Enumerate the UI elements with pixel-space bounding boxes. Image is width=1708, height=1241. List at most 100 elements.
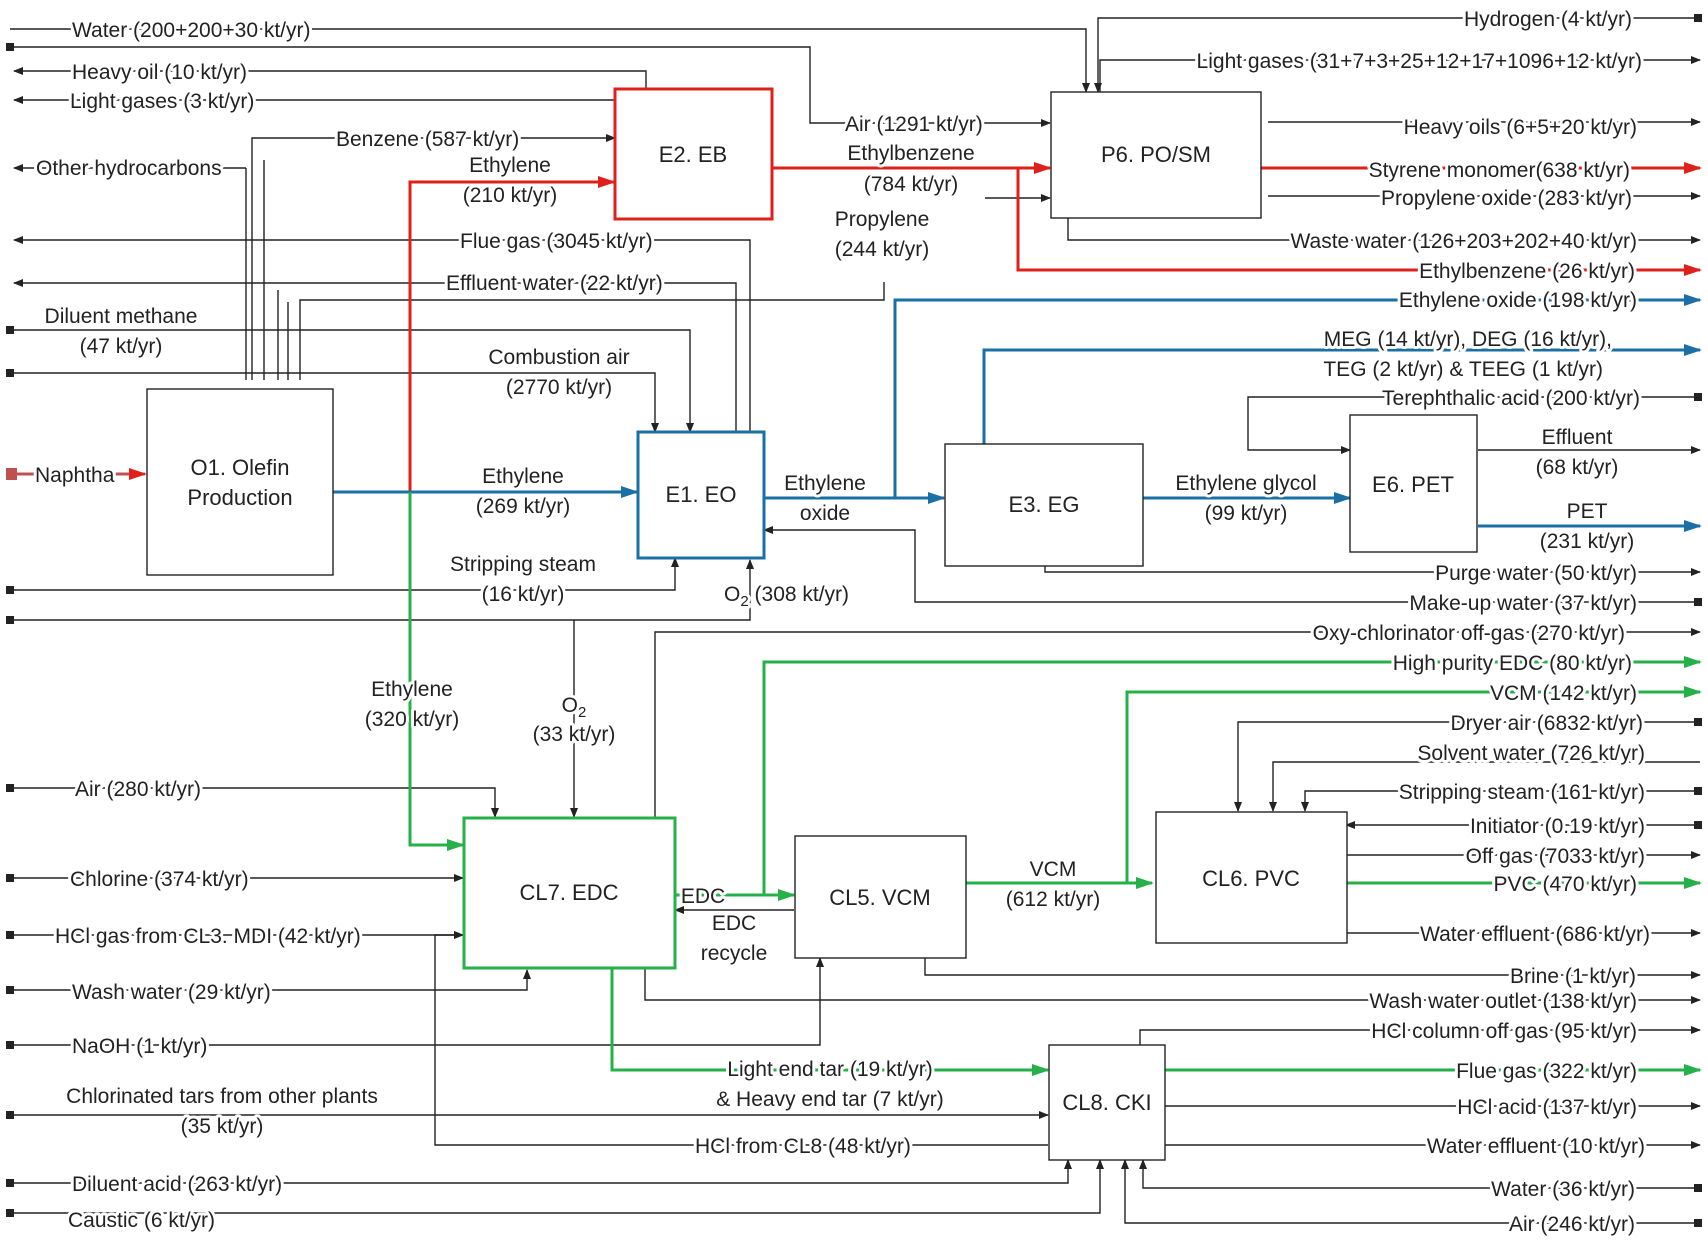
label-initiator: Initiator (0.19 kt/yr) (1470, 815, 1645, 838)
unit-e2-label: E2. EB (659, 142, 727, 167)
label-dryer-air: Dryer air (6832 kt/yr) (1450, 712, 1643, 735)
label-pet-2: (231 kt/yr) (1540, 530, 1635, 553)
label-hcl-gas: HCl gas from CL3. MDI (42 kt/yr) (55, 925, 361, 948)
unit-cl7: CL7. EDC (462, 816, 677, 970)
label-o2-33-sym: O2 (562, 694, 587, 721)
label-pet-1: PET (1567, 500, 1608, 523)
unit-cl8: CL8. CKI (1048, 1044, 1166, 1161)
label-flue-gas-3045: Flue gas (3045 kt/yr) (460, 230, 653, 253)
label-water-in: Water (200+200+30 kt/yr) (72, 19, 311, 42)
unit-e1: E1. EO (636, 430, 766, 560)
label-makeup-water: Make-up water (37 kt/yr) (1409, 592, 1637, 615)
label-flue-gas-322: Flue gas (322 kt/yr) (1456, 1060, 1637, 1083)
label-air-246: Air (246 kt/yr) (1509, 1213, 1635, 1236)
label-ethylbenzene-2: (784 kt/yr) (864, 173, 959, 196)
label-diluent-methane-2: (47 kt/yr) (80, 335, 163, 358)
unit-cl6-label: CL6. PVC (1202, 866, 1300, 891)
label-vcm-612-1: VCM (1030, 858, 1077, 881)
label-ethylene-eo-2: (269 kt/yr) (476, 495, 571, 518)
label-ethylene-oxide-1: Ethylene (784, 472, 866, 495)
label-solvent-water: Solvent water (726 kt/yr) (1417, 742, 1645, 765)
label-propylene-2: (244 kt/yr) (835, 238, 930, 261)
label-hcl-from-cl8: HCl from CL8 (48 kt/yr) (695, 1135, 911, 1158)
label-diluent-methane-1: Diluent methane (45, 305, 198, 328)
label-hydrogen: Hydrogen (4 kt/yr) (1464, 8, 1632, 31)
label-purge-water: Purge water (50 kt/yr) (1435, 562, 1637, 585)
label-pvc: PVC (470 kt/yr) (1493, 873, 1637, 896)
label-combustion-air-1: Combustion air (488, 346, 629, 369)
unit-e1-label: E1. EO (666, 482, 737, 507)
label-wash-water: Wash water (29 kt/yr) (72, 981, 271, 1004)
label-ethylene-320-2: (320 kt/yr) (365, 708, 460, 731)
label-light-gases-3: Light gases (3 kt/yr) (70, 90, 254, 113)
label-diluent-acid: Diluent acid (263 kt/yr) (72, 1173, 282, 1196)
label-ethylene-eo-1: Ethylene (482, 465, 564, 488)
label-styrene: Styrene monomer(638 kt/yr) (1369, 159, 1630, 182)
label-air-1291: Air (1291 kt/yr) (845, 113, 983, 136)
unit-cl5-label: CL5. VCM (829, 885, 930, 910)
label-off-gas: Off gas (7033 kt/yr) (1466, 845, 1645, 868)
label-naphtha: Naphtha (35, 464, 115, 487)
label-meg-2: TEG (2 kt/yr) & TEEG (1 kt/yr) (1323, 358, 1603, 381)
label-high-purity-edc: High purity EDC (80 kt/yr) (1393, 652, 1632, 675)
label-combustion-air-2: (2770 kt/yr) (506, 376, 612, 399)
unit-cl5: CL5. VCM (794, 835, 967, 959)
label-heavy-end-tar: & Heavy end tar (7 kt/yr) (716, 1088, 944, 1111)
label-propylene-1: Propylene (835, 208, 930, 231)
label-chlorinated-tars-2: (35 kt/yr) (181, 1115, 264, 1138)
unit-p6-label: P6. PO/SM (1101, 142, 1211, 167)
unit-e3-label: E3. EG (1009, 492, 1080, 517)
unit-e6-label: E6. PET (1372, 472, 1454, 497)
label-wash-water-outlet: Wash water outlet (138 kt/yr) (1369, 990, 1637, 1013)
label-terephthalic: Terephthalic acid (200 kt/yr) (1382, 387, 1640, 410)
unit-e6: E6. PET (1349, 414, 1478, 553)
label-meg-1: MEG (14 kt/yr), DEG (16 kt/yr), (1324, 328, 1612, 351)
label-vcm-612-2: (612 kt/yr) (1006, 888, 1101, 911)
label-ethylene-oxide-2: oxide (800, 502, 850, 525)
stream-lines (6, 17, 1702, 1224)
label-ethylene-glycol-1: Ethylene glycol (1175, 472, 1316, 495)
unit-o1: O1. Olefin Production (146, 388, 334, 576)
label-water-effluent-10: Water effluent (10 kt/yr) (1427, 1135, 1645, 1158)
label-propylene-oxide: Propylene oxide (283 kt/yr) (1381, 187, 1632, 210)
label-edc-recycle-1: EDC (712, 912, 756, 935)
label-hcl-column: HCl column off gas (95 kt/yr) (1371, 1020, 1637, 1043)
label-effluent-water: Effluent water (22 kt/yr) (446, 272, 663, 295)
label-heavy-oil: Heavy oil (10 kt/yr) (72, 61, 247, 84)
label-light-gases-p6: Light gases (31+7+3+25+12+17+1096+12 kt/… (1197, 50, 1642, 73)
label-effluent-1: Effluent (1542, 426, 1613, 449)
stream-labels: Water (200+200+30 kt/yr) Hydrogen (4 kt/… (32, 5, 1653, 1239)
label-oxy-offgas: Oxy-chlorinator off-gas (270 kt/yr) (1313, 622, 1625, 645)
label-ethylene-eb-2: (210 kt/yr) (463, 184, 558, 207)
label-water-36: Water (36 kt/yr) (1491, 1178, 1635, 1201)
unit-e2: E2. EB (613, 87, 774, 221)
unit-e3: E3. EG (944, 443, 1144, 567)
unit-o1-label-2: Production (187, 485, 292, 510)
label-o2-33-val: (33 kt/yr) (533, 723, 616, 746)
label-ethylene-320-1: Ethylene (371, 678, 453, 701)
unit-cl6: CL6. PVC (1155, 811, 1348, 944)
label-water-effluent-686: Water effluent (686 kt/yr) (1420, 923, 1650, 946)
label-hcl-acid: HCl acid (137 kt/yr) (1457, 1096, 1637, 1119)
label-waste-water: Waste water (126+203+202+40 kt/yr) (1291, 230, 1638, 253)
label-edc: EDC (681, 885, 725, 908)
label-ethylene-glycol-2: (99 kt/yr) (1205, 502, 1288, 525)
label-brine: Brine (1 kt/yr) (1510, 965, 1636, 988)
label-ethylene-oxide-198: Ethylene oxide (198 kt/yr) (1399, 289, 1637, 312)
label-chlorine: Chlorine (374 kt/yr) (70, 868, 249, 891)
label-ethylbenzene-1: Ethylbenzene (847, 142, 974, 165)
unit-cl7-label: CL7. EDC (519, 880, 618, 905)
label-light-end-tar: Light end tar (19 kt/yr) (727, 1058, 932, 1081)
stream-terminals (6, 14, 1702, 1227)
label-stripping-steam-161: Stripping steam (161 kt/yr) (1399, 781, 1645, 804)
label-ethylbenzene-26: Ethylbenzene (26 kt/yr) (1419, 260, 1635, 283)
label-ethylene-eb-1: Ethylene (469, 154, 551, 177)
label-naoh: NaOH (1 kt/yr) (72, 1035, 207, 1058)
label-chlorinated-tars-1: Chlorinated tars from other plants (66, 1085, 378, 1108)
label-stripping-steam-1: Stripping steam (450, 553, 596, 576)
label-air-280: Air (280 kt/yr) (75, 778, 201, 801)
label-heavy-oils-p6: Heavy oils (6+5+20 kt/yr) (1404, 116, 1637, 139)
label-benzene: Benzene (587 kt/yr) (336, 128, 519, 151)
unit-cl8-label: CL8. CKI (1062, 1090, 1151, 1115)
